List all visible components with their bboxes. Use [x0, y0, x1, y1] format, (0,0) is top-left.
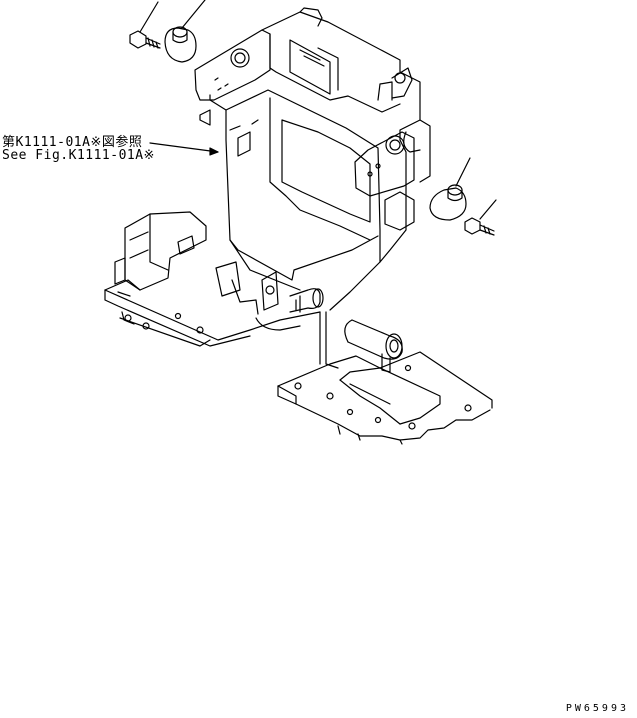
reference-leader-arrow — [150, 143, 218, 152]
frame-body — [200, 8, 430, 310]
leader-line-bolt-ul — [140, 2, 158, 32]
reference-label-jp: 第K1111-01A※図参照 — [2, 135, 143, 150]
pin-right-lower — [345, 320, 402, 372]
frame-left-bracket — [195, 30, 270, 100]
leader-line-bolt-right — [480, 200, 496, 219]
reference-label-en: See Fig.K1111-01A※ — [2, 148, 155, 163]
bolt-upper-left — [130, 31, 160, 48]
leader-line-cap-right — [456, 158, 470, 186]
lower-left-mount — [105, 212, 320, 346]
leader-line-cap-ul — [182, 0, 205, 28]
cap-plate-right — [430, 185, 466, 220]
cap-plate-upper-left — [165, 27, 196, 62]
center-pin-assembly — [256, 272, 323, 330]
floor-plate — [278, 312, 492, 444]
drawing-number: PW65993 — [565, 703, 629, 714]
bolt-right — [465, 218, 494, 235]
